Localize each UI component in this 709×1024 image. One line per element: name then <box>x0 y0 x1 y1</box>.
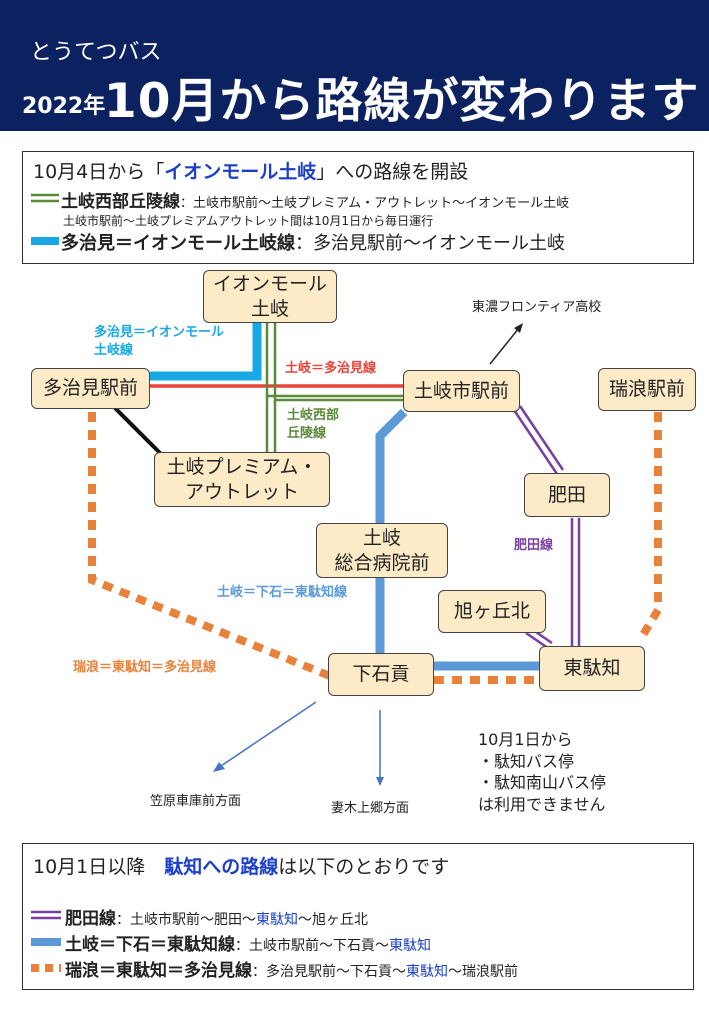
seibu-legend-swatch <box>31 193 59 203</box>
station-label: 土岐 総合病院前 <box>334 526 430 574</box>
station-label: 土岐市駅前 <box>413 379 509 402</box>
tajimi-aeon-line-label: 多治見＝イオンモール 土岐線 <box>94 325 225 358</box>
tajimi-premium-connector <box>113 406 164 457</box>
toki-shimo-route-highlight: 東駄知 <box>389 938 431 954</box>
hida-route-line <box>512 405 581 650</box>
heading-highlight: 駄知への路線 <box>164 856 279 878</box>
toki-shimo-legend-swatch <box>31 938 61 946</box>
closure-stop-1: ・駄知バス停 <box>478 751 575 771</box>
hida-line-name: 肥田線 <box>65 909 116 929</box>
station-hida: 肥田 <box>524 473 610 517</box>
hida-route-highlight: 東駄知 <box>256 912 298 928</box>
station-label: 東駄知 <box>563 657 621 680</box>
seibu-line-note: 土岐市駅前〜土岐プレミアムアウトレット間は10月1日から毎日運行 <box>63 214 434 228</box>
closure-date: 10月1日から <box>478 730 573 749</box>
toki-tajimi-line-label: 土岐＝多治見線 <box>285 361 377 376</box>
closure-stop-2: ・駄知南山バス停 <box>478 773 607 793</box>
dachi-route-notice: 10月1日以降 駄知への路線は以下のとおりです 肥田線：土岐市駅前〜肥田〜東駄知… <box>22 843 694 990</box>
station-premium-outlet: 土岐プレミアム・ アウトレット <box>154 452 330 507</box>
tono-arrowhead <box>514 323 523 333</box>
hida-line-label: 肥田線 <box>514 538 554 553</box>
hida-legend-text: 肥田線：土岐市駅前〜肥田〜東駄知〜旭ヶ丘北 <box>65 904 368 929</box>
page-title: 10月から路線が変わります <box>104 74 700 129</box>
tsumagi-arrowhead <box>376 777 384 786</box>
header-year: 2022年 <box>22 94 106 119</box>
stop-closure-note: 10月1日から ・駄知バス停 ・駄知南山バス停 は利用できません <box>478 729 606 815</box>
destination-tsumagi: 妻木上郷方面 <box>331 801 410 816</box>
mizunami-legend-swatch <box>31 964 61 972</box>
tajimi-aeon-route-line <box>150 322 262 381</box>
station-higashi-dachi: 東駄知 <box>539 646 645 691</box>
heading-suffix: 」への路線を開設 <box>316 161 469 183</box>
mizunami-route-highlight: 東駄知 <box>406 964 448 980</box>
heading-highlight: イオンモール土岐 <box>164 161 317 183</box>
tajimi-aeon-line-name: 多治見＝イオンモール土岐線 <box>61 233 295 254</box>
new-route-heading: 10月4日から「イオンモール土岐」への路線を開設 <box>33 157 468 184</box>
destination-tono-frontier: 東濃フロンティア高校 <box>472 300 602 315</box>
toki-shimo-line-label: 土岐＝下石＝東駄知線 <box>217 585 348 600</box>
destination-kasahara: 笠原車庫前方面 <box>150 794 242 809</box>
station-label: 多治見駅前 <box>42 377 138 400</box>
seibu-line-label: 土岐西部 丘陵線 <box>287 408 340 441</box>
operator-name: とうてつバス <box>30 40 162 65</box>
new-route-notice: 10月4日から「イオンモール土岐」への路線を開設 土岐西部丘陵線：土岐市駅前〜土… <box>22 151 694 264</box>
dachi-heading: 10月1日以降 駄知への路線は以下のとおりです <box>33 852 449 879</box>
toki-shimo-legend-text: 土岐＝下石＝東駄知線：土岐市駅前〜下石貢〜東駄知 <box>65 930 431 955</box>
station-label: 肥田 <box>547 483 586 506</box>
station-label: イオンモール 土岐 <box>212 272 327 320</box>
header-banner: とうてつバス 2022年 10月から路線が変わります <box>0 0 709 131</box>
heading-prefix: 10月1日以降 <box>33 856 165 878</box>
station-oroshi-ishikou: 下石貢 <box>328 653 434 696</box>
toki-shimo-route-line <box>375 408 408 523</box>
station-toki-shi: 土岐市駅前 <box>403 370 520 412</box>
station-label: 瑞浪駅前 <box>608 378 685 401</box>
station-toki-hospital: 土岐 総合病院前 <box>316 523 448 578</box>
station-mizunami: 瑞浪駅前 <box>598 368 696 411</box>
mizunami-line-label: 瑞浪＝東駄知＝多治見線 <box>73 660 217 675</box>
station-label: 土岐プレミアム・ アウトレット <box>166 455 318 503</box>
kasahara-arrow <box>217 701 317 769</box>
seibu-line-name: 土岐西部丘陵線 <box>61 192 180 212</box>
mizunami-line-name: 瑞浪＝東駄知＝多治見線 <box>65 961 252 981</box>
kasahara-arrowhead <box>213 762 225 772</box>
toki-shimo-route-part: ：土岐市駅前〜下石貢〜 <box>235 938 389 954</box>
station-aeon-mall-toki: イオンモール 土岐 <box>203 270 337 323</box>
tajimi-aeon-legend-swatch <box>31 237 59 245</box>
toki-shimo-line-name: 土岐＝下石＝東駄知線 <box>65 935 235 955</box>
tono-arrow <box>489 327 520 365</box>
mizunami-legend-text: 瑞浪＝東駄知＝多治見線：多治見駅前〜下石貢〜東駄知〜瑞浪駅前 <box>65 956 518 981</box>
mizunami-route-line <box>88 412 662 684</box>
seibu-route-line <box>265 322 404 452</box>
seibu-line-route: ：土岐市駅前〜土岐プレミアム・アウトレット〜イオンモール土岐 <box>180 196 570 211</box>
hida-legend-swatch <box>31 910 61 920</box>
mizunami-route-part: ：多治見駅前〜下石貢〜 <box>252 964 406 980</box>
closure-message: は利用できません <box>478 794 606 814</box>
heading-prefix: 10月4日から「 <box>33 161 165 183</box>
tajimi-aeon-line-route: ：多治見駅前〜イオンモール土岐 <box>295 233 565 254</box>
station-label: 旭ヶ丘北 <box>453 600 530 623</box>
station-label: 下石貢 <box>352 663 410 686</box>
hida-route-part: 〜旭ヶ丘北 <box>298 912 368 928</box>
heading-suffix: は以下のとおりです <box>278 856 450 878</box>
hida-route-part: ：土岐市駅前〜肥田〜 <box>116 912 256 928</box>
tajimi-aeon-legend-text: 多治見＝イオンモール土岐線：多治見駅前〜イオンモール土岐 <box>61 229 565 255</box>
station-asahigaoka-kita: 旭ヶ丘北 <box>438 590 546 633</box>
mizunami-route-part: 〜瑞浪駅前 <box>448 964 518 980</box>
station-tajimi: 多治見駅前 <box>31 368 150 409</box>
seibu-legend-text: 土岐西部丘陵線：土岐市駅前〜土岐プレミアム・アウトレット〜イオンモール土岐 <box>61 187 569 212</box>
